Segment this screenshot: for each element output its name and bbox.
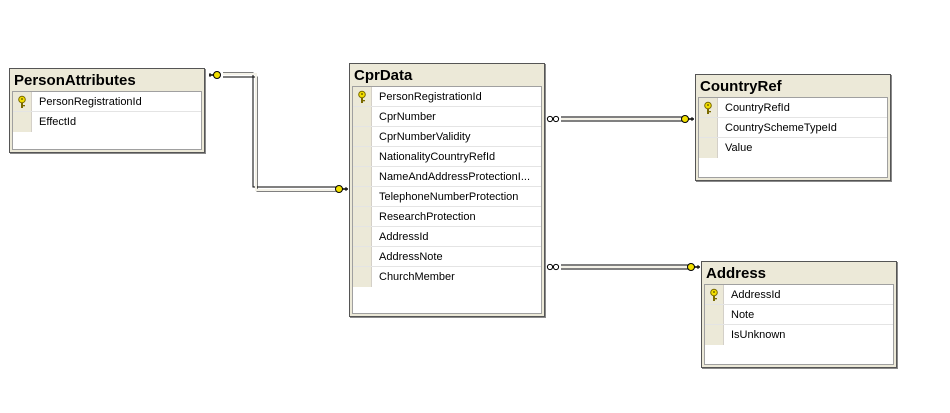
column-name: EffectId — [39, 116, 77, 128]
column-row[interactable]: AddressId — [705, 285, 893, 305]
relationship-cprdata-countryref[interactable] — [546, 115, 694, 123]
relationship-personattributes-cprdata[interactable] — [209, 71, 348, 193]
key-icon — [704, 101, 712, 114]
column-row[interactable]: Value — [699, 138, 887, 158]
table-cprdata[interactable]: CprData PersonRegistrationId CprNumber C… — [349, 63, 545, 317]
column-name: CountryRefId — [725, 102, 790, 114]
table-address[interactable]: Address AddressId Note IsUnknown — [701, 261, 897, 368]
column-name: TelephoneNumberProtection — [379, 191, 519, 203]
column-row[interactable]: PersonRegistrationId — [13, 92, 201, 112]
table-countryref[interactable]: CountryRef CountryRefId CountrySchemeTyp… — [695, 74, 891, 181]
table-columns: AddressId Note IsUnknown — [704, 284, 894, 365]
table-title: CountryRef — [696, 75, 890, 97]
column-name: PersonRegistrationId — [379, 91, 482, 103]
column-name: IsUnknown — [731, 329, 786, 341]
column-name: AddressId — [731, 289, 781, 301]
table-columns: CountryRefId CountrySchemeTypeId Value — [698, 97, 888, 178]
column-name: PersonRegistrationId — [39, 96, 142, 108]
column-row[interactable]: ChurchMember — [353, 267, 541, 287]
key-end-icon — [687, 263, 700, 271]
relationship-cprdata-address[interactable] — [546, 263, 700, 271]
column-row[interactable]: EffectId — [13, 112, 201, 132]
column-row[interactable]: AddressNote — [353, 247, 541, 267]
column-name: NationalityCountryRefId — [379, 151, 496, 163]
key-end-icon — [209, 71, 221, 79]
key-icon — [358, 90, 366, 103]
table-columns: PersonRegistrationId EffectId — [12, 91, 202, 150]
table-title: CprData — [350, 64, 544, 86]
column-row[interactable]: NameAndAddressProtectionI... — [353, 167, 541, 187]
column-row[interactable]: Note — [705, 305, 893, 325]
column-name: Value — [725, 142, 753, 154]
key-end-icon — [681, 115, 694, 123]
table-title: Address — [702, 262, 896, 284]
column-row[interactable]: CountryRefId — [699, 98, 887, 118]
infinity-end-icon — [546, 263, 560, 271]
table-columns: PersonRegistrationId CprNumber CprNumber… — [352, 86, 542, 314]
column-row[interactable]: NationalityCountryRefId — [353, 147, 541, 167]
table-personattributes[interactable]: PersonAttributes PersonRegistrationId Ef… — [9, 68, 205, 153]
column-name: Note — [731, 309, 755, 321]
infinity-end-icon — [546, 115, 560, 123]
column-name: NameAndAddressProtectionI... — [379, 171, 531, 183]
column-row[interactable]: IsUnknown — [705, 325, 893, 345]
column-name: ChurchMember — [379, 271, 455, 283]
column-name: CprNumberValidity — [379, 131, 471, 143]
column-row[interactable]: CprNumberValidity — [353, 127, 541, 147]
column-row[interactable]: CountrySchemeTypeId — [699, 118, 887, 138]
column-row[interactable]: TelephoneNumberProtection — [353, 187, 541, 207]
column-row[interactable]: PersonRegistrationId — [353, 87, 541, 107]
key-icon — [710, 288, 718, 301]
table-title: PersonAttributes — [10, 69, 204, 91]
column-row[interactable]: AddressId — [353, 227, 541, 247]
column-row[interactable]: ResearchProtection — [353, 207, 541, 227]
column-name: CprNumber — [379, 111, 436, 123]
column-name: AddressId — [379, 231, 429, 243]
column-name: AddressNote — [379, 251, 443, 263]
column-name: CountrySchemeTypeId — [725, 122, 837, 134]
key-end-icon — [335, 185, 348, 193]
key-icon — [18, 95, 26, 108]
column-row[interactable]: CprNumber — [353, 107, 541, 127]
column-name: ResearchProtection — [379, 211, 476, 223]
